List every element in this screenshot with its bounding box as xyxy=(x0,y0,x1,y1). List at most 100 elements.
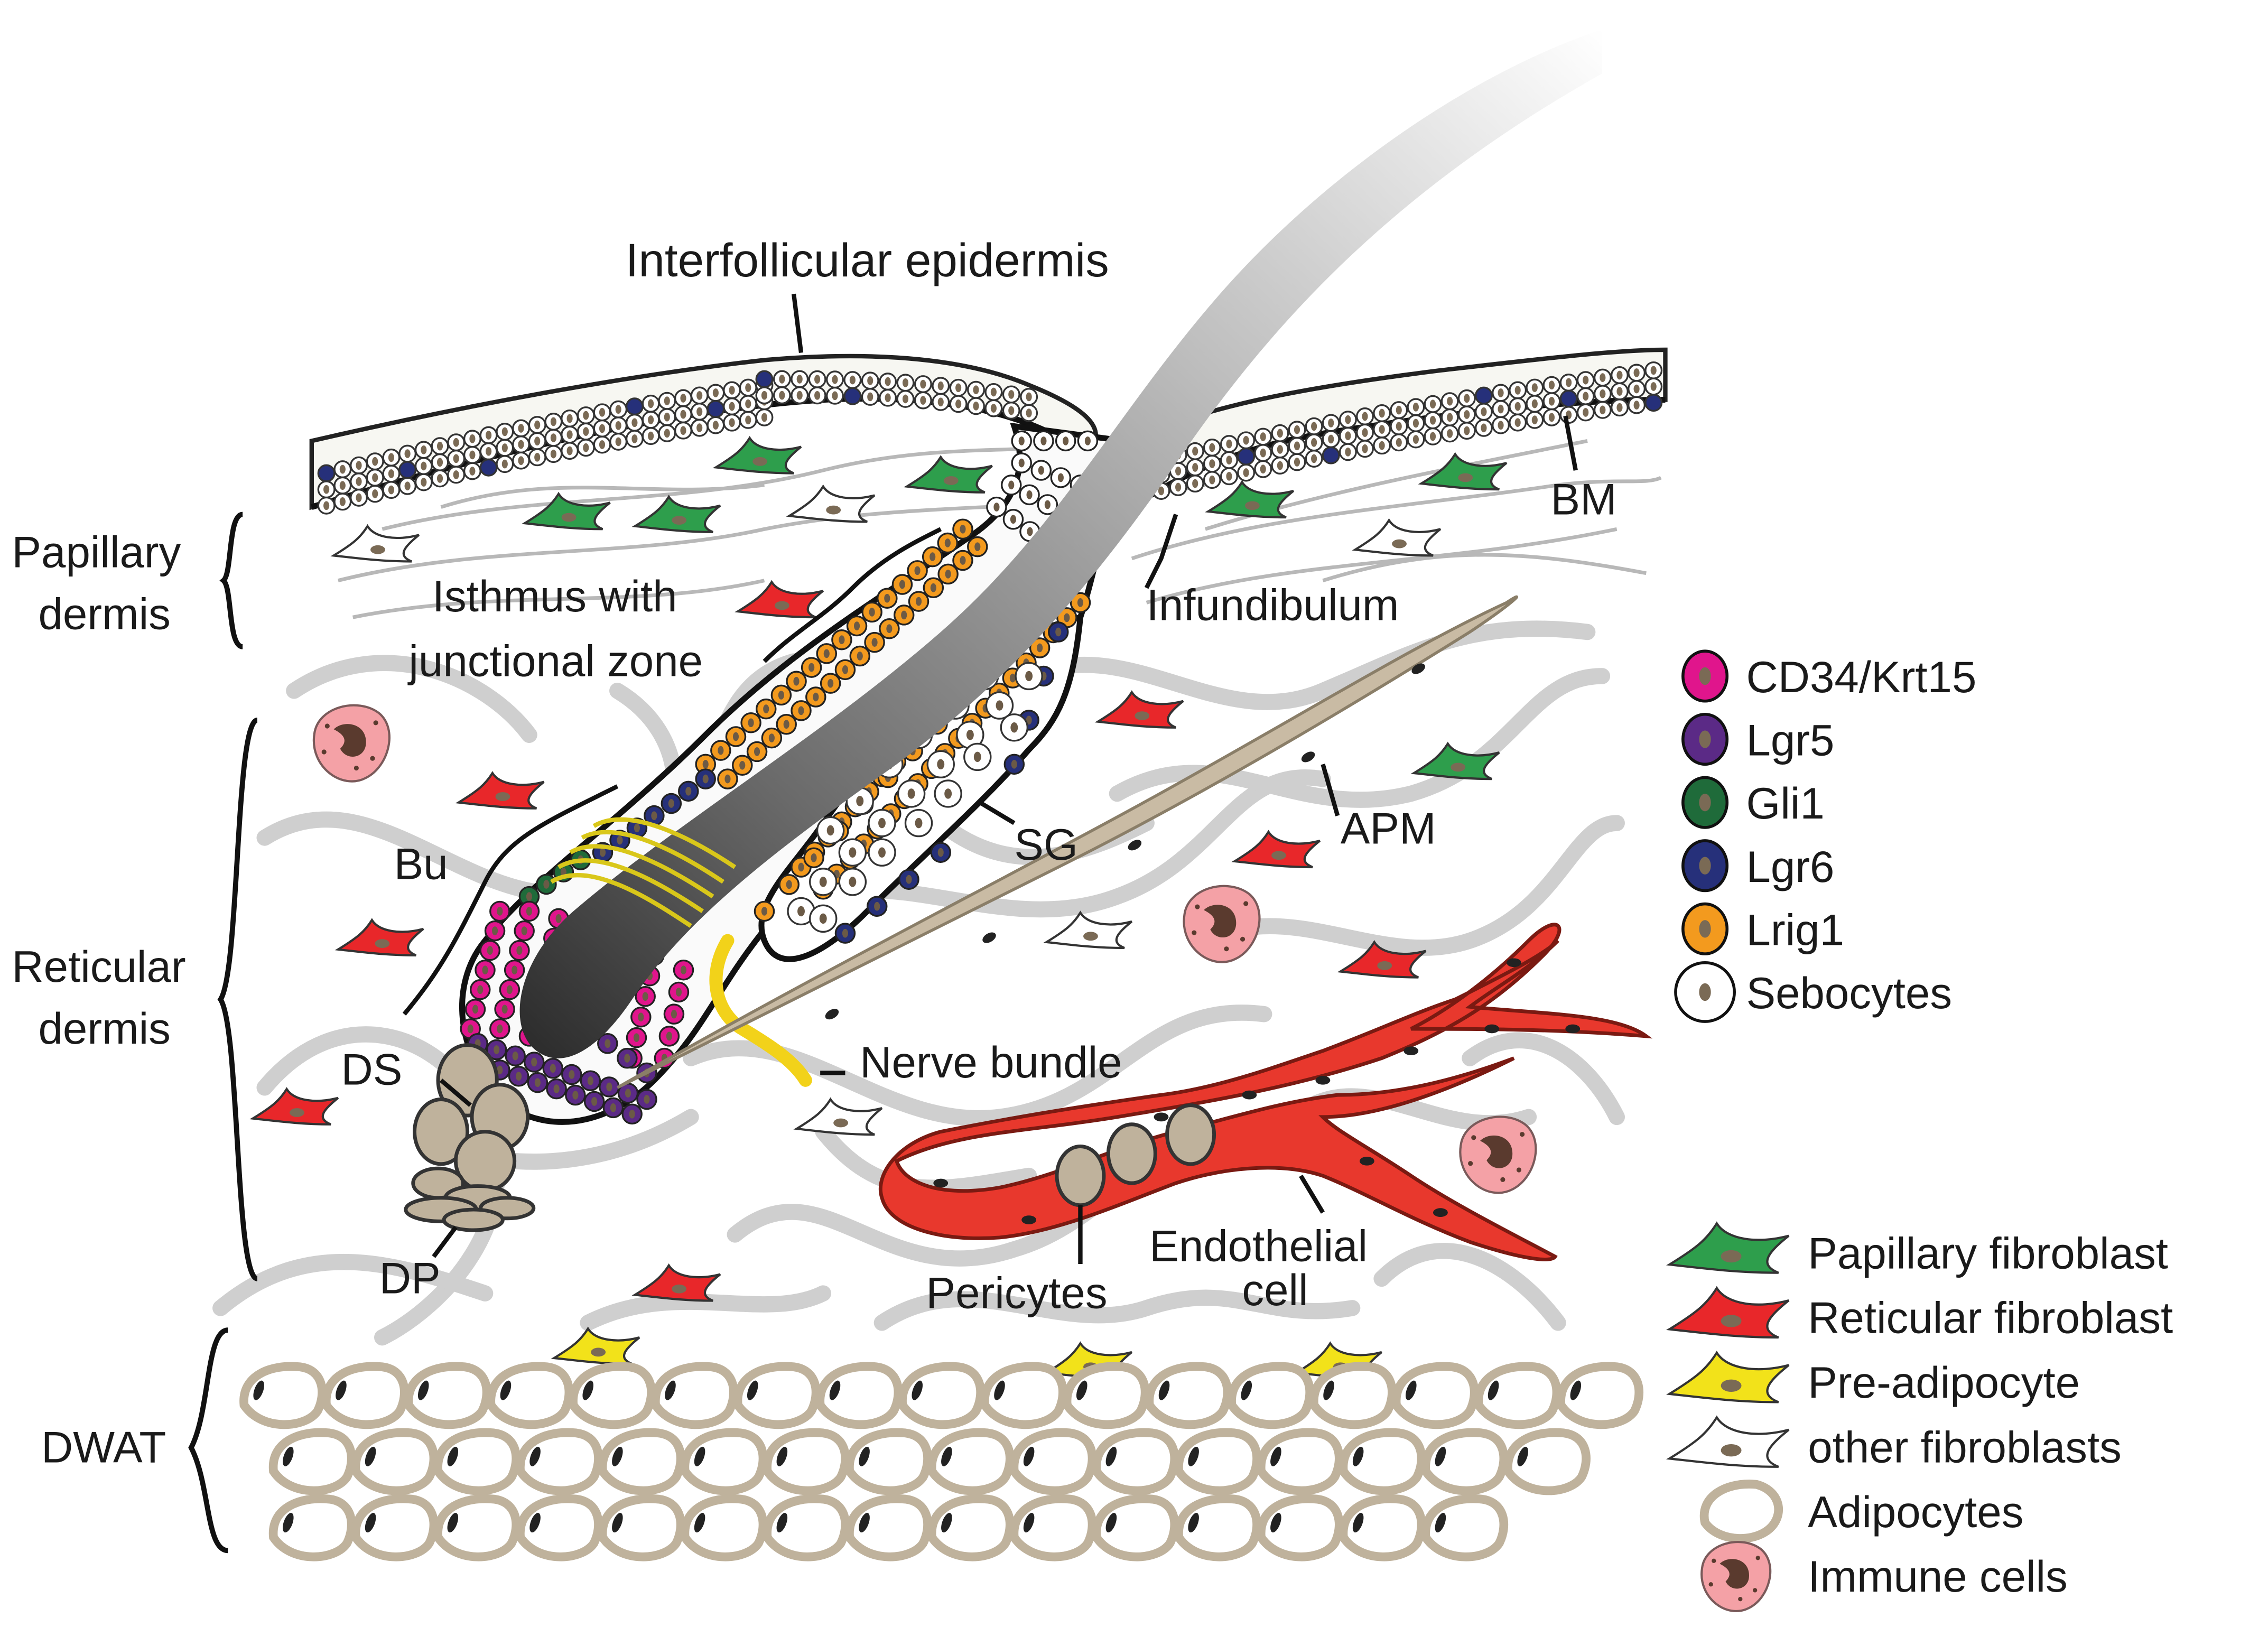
adipocyte xyxy=(598,1494,685,1561)
legend-stem-label: CD34/Krt15 xyxy=(1746,652,1976,702)
adipocyte xyxy=(763,1494,850,1561)
adipocyte xyxy=(1092,1494,1179,1561)
legend-cell-item: Immune cells xyxy=(1700,1541,2068,1612)
label-epidermis: Interfollicular epidermis xyxy=(626,234,1109,286)
blood-vessel xyxy=(878,923,1653,1261)
adipocyte xyxy=(1227,1362,1315,1429)
reticular-fibroblast xyxy=(1094,690,1184,729)
adipocyte xyxy=(351,1428,439,1495)
papillary-fibroblast xyxy=(631,495,721,533)
reticular-fibroblast xyxy=(1231,830,1321,869)
scattered-cells xyxy=(249,435,1537,1380)
adipocyte xyxy=(1503,1428,1591,1495)
adipocyte xyxy=(239,1362,327,1429)
papillary-fibroblast xyxy=(1205,480,1295,519)
papillary-fibroblast xyxy=(1418,452,1508,491)
legend-stem-label: Lgr5 xyxy=(1746,715,1834,765)
adipocyte xyxy=(680,1428,768,1495)
layer-braces xyxy=(188,512,258,1554)
legend-cell-label: Adipocytes xyxy=(1808,1487,2023,1537)
layer-dwat: DWAT xyxy=(41,1422,166,1472)
legend-cell-item: Adipocytes xyxy=(1699,1480,2023,1543)
label-endothelial-1: Endothelial xyxy=(1149,1221,1368,1270)
other-fibroblast xyxy=(793,1097,883,1136)
adipocyte xyxy=(980,1362,1067,1429)
adipocyte xyxy=(927,1494,1015,1561)
label-ds: DS xyxy=(341,1045,402,1094)
label-apm: APM xyxy=(1341,804,1436,853)
adipocyte xyxy=(1474,1362,1561,1429)
adipocyte xyxy=(1092,1428,1179,1495)
adipocyte xyxy=(1174,1494,1261,1561)
label-endothelial-2: cell xyxy=(1242,1265,1308,1315)
adipocyte xyxy=(845,1428,932,1495)
nerve-bundle xyxy=(709,934,812,1087)
legend-stem-item: Sebocytes xyxy=(1674,961,1952,1023)
adipocyte xyxy=(1309,1362,1397,1429)
hair-follicle xyxy=(404,29,1602,1232)
adipocyte xyxy=(433,1428,521,1495)
adipocyte xyxy=(598,1428,685,1495)
adipocyte xyxy=(1556,1362,1644,1429)
papillary-fibroblast xyxy=(712,435,802,475)
adipocyte xyxy=(1174,1428,1261,1495)
adipocyte xyxy=(516,1494,603,1561)
adipocyte xyxy=(1339,1494,1426,1561)
reticular-fibroblast xyxy=(735,580,824,619)
label-infundibulum: Infundibulum xyxy=(1147,580,1399,630)
leader-lines xyxy=(402,293,1578,1264)
layer-papillary-2: dermis xyxy=(38,589,170,638)
legend-cell-item: Pre-adipocyte xyxy=(1666,1351,2080,1407)
arrector-pili-muscle xyxy=(616,595,1518,1089)
adipocyte xyxy=(351,1494,439,1561)
pericyte-cells xyxy=(1055,1103,1216,1207)
legend-cell-item: Papillary fibroblast xyxy=(1666,1221,2168,1278)
pre-adipocyte-icon xyxy=(1666,1351,1790,1403)
other-fibroblast xyxy=(786,484,876,523)
legend-stem-item: Lgr6 xyxy=(1681,839,1834,892)
adipocyte xyxy=(1256,1494,1344,1561)
legend-cell-label: Immune cells xyxy=(1808,1551,2068,1601)
reticular-fibroblast xyxy=(631,1263,721,1302)
adipocyte xyxy=(268,1428,356,1495)
label-isthmus-2: junctional zone xyxy=(407,636,703,685)
adipocyte xyxy=(1391,1362,1479,1429)
diagram-labels: Interfollicular epidermis BM Infundibulu… xyxy=(12,234,1616,1472)
label-nerve: Nerve bundle xyxy=(860,1037,1122,1087)
layer-reticular-1: Reticular xyxy=(12,942,185,991)
adipocyte xyxy=(1339,1428,1426,1495)
adipocyte xyxy=(268,1494,356,1561)
epidermis xyxy=(309,347,1668,515)
label-bm: BM xyxy=(1551,474,1617,524)
dermal-sheath-papilla xyxy=(404,1043,536,1232)
adipocyte xyxy=(733,1362,821,1429)
reticular-fibroblast xyxy=(249,1087,339,1126)
adipocyte xyxy=(1062,1362,1150,1429)
papillary-fibroblast-icon xyxy=(1666,1221,1790,1274)
papillary-fibroblast xyxy=(1410,741,1500,780)
legend-stem-item: Lgr5 xyxy=(1681,712,1834,766)
adipocyte xyxy=(680,1494,768,1561)
legend-cell-item: other fibroblasts xyxy=(1666,1415,2122,1472)
reticular-fibroblast xyxy=(455,771,545,810)
adipocyte xyxy=(927,1428,1015,1495)
label-bu: Bu xyxy=(394,839,448,888)
other-fibroblast xyxy=(1352,518,1442,557)
adipocyte xyxy=(433,1494,521,1561)
epidermal-cells xyxy=(317,361,1663,515)
legend-stem-label: Lrig1 xyxy=(1746,905,1844,954)
adipocyte xyxy=(1256,1428,1344,1495)
adipocyte xyxy=(486,1362,574,1429)
legend-stem-item: CD34/Krt15 xyxy=(1681,649,1976,703)
adipocyte xyxy=(404,1362,491,1429)
legend-stem-label: Gli1 xyxy=(1746,778,1824,828)
label-dp: DP xyxy=(379,1253,441,1303)
legend-cell-label: Reticular fibroblast xyxy=(1808,1293,2173,1343)
adipocyte xyxy=(516,1428,603,1495)
adipocyte xyxy=(1009,1428,1097,1495)
papillary-fibroblast xyxy=(904,455,993,494)
adipocyte-layer xyxy=(239,1362,1644,1561)
adipocyte xyxy=(569,1362,656,1429)
